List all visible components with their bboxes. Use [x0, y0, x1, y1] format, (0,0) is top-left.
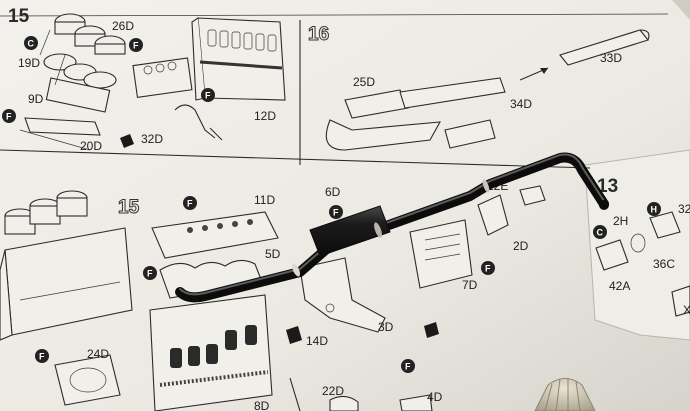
- part-label: 25D: [353, 75, 375, 89]
- second-page: [584, 149, 690, 341]
- part-label: 32D: [141, 132, 163, 146]
- badge-f-icon: F: [143, 266, 157, 280]
- block-7d-diagram: [409, 219, 473, 289]
- part-label: 8D: [254, 399, 270, 411]
- badge-f-icon: F: [201, 88, 215, 102]
- step-number: 16: [308, 24, 329, 45]
- badge-f-icon: F: [329, 205, 343, 219]
- badge-h-icon: H: [647, 202, 661, 216]
- panel-divider-horizontal: [0, 149, 591, 169]
- bracket-2d-diagram: [477, 185, 546, 236]
- knurled-metal-tool: [534, 378, 596, 411]
- loose-plastic-part: [120, 134, 134, 148]
- part-label: 5D: [265, 247, 281, 261]
- badge-f-icon: F: [183, 196, 197, 210]
- small-black-part: [424, 322, 439, 338]
- radiator-grille-diagram: [191, 17, 286, 101]
- part-label: 6D: [325, 185, 341, 199]
- step13-diagram: [595, 211, 690, 317]
- part-label: 24D: [87, 347, 109, 361]
- svg-text:F: F: [333, 208, 339, 218]
- part-label: 20D: [80, 139, 102, 153]
- part-label: 9D: [28, 92, 44, 106]
- part-label: 42A: [609, 279, 630, 293]
- part-label: 33D: [600, 51, 622, 65]
- black-plastic-pipe: [175, 152, 609, 303]
- engine-front-diagram: [149, 294, 273, 411]
- bracket-diagram: [299, 257, 386, 333]
- svg-text:F: F: [39, 352, 45, 362]
- svg-text:C: C: [28, 39, 35, 49]
- intake-manifold-diagram: [159, 259, 263, 299]
- small-black-part: [286, 326, 302, 344]
- engine-housing-diagram: [0, 227, 133, 341]
- part-label: 4D: [427, 390, 443, 404]
- part-label: 26D: [112, 19, 134, 33]
- step16-pipe-diagram: [325, 29, 650, 151]
- badge-f-icon: F: [401, 359, 415, 373]
- svg-text:H: H: [651, 205, 658, 215]
- svg-text:C: C: [597, 228, 604, 238]
- svg-text:F: F: [133, 41, 139, 51]
- part-label: 11D: [254, 193, 275, 207]
- svg-text:F: F: [187, 199, 193, 209]
- svg-text:F: F: [405, 362, 411, 372]
- part-label: 12D: [254, 109, 276, 123]
- part-label: 2D: [513, 239, 529, 253]
- svg-text:F: F: [6, 112, 12, 122]
- air-filter-diagram: [19, 13, 126, 151]
- badge-f-icon: F: [35, 349, 49, 363]
- part-label: 19D: [18, 56, 40, 70]
- gear-part-diagram: [54, 354, 121, 406]
- part-label: X: [683, 303, 690, 317]
- svg-text:F: F: [205, 91, 211, 101]
- part-label: 34D: [510, 97, 532, 111]
- badge-f-icon: F: [129, 38, 143, 52]
- engine-block-small: [132, 57, 223, 141]
- part-label: 3D: [378, 320, 394, 334]
- small-parts-lower: [289, 377, 433, 411]
- step-number: 13: [597, 176, 618, 197]
- svg-text:F: F: [485, 264, 491, 274]
- part-label: 2H: [613, 214, 628, 228]
- badge-f-icon: F: [2, 109, 16, 123]
- svg-text:F: F: [147, 269, 153, 279]
- air-filters-lower: [4, 190, 88, 235]
- part-label: 7D: [462, 278, 478, 292]
- part-label: 36C: [653, 257, 675, 271]
- step-number: 15: [118, 197, 140, 218]
- badge-c-icon: C: [24, 36, 38, 50]
- step-number: 15: [8, 6, 30, 27]
- badge-f-icon: F: [481, 261, 495, 275]
- badge-c-icon: C: [593, 225, 607, 239]
- part-label: 14D: [306, 334, 328, 348]
- part-label: 22D: [322, 384, 344, 398]
- part-label: 32: [678, 202, 690, 216]
- valve-cover-diagram: [151, 211, 279, 259]
